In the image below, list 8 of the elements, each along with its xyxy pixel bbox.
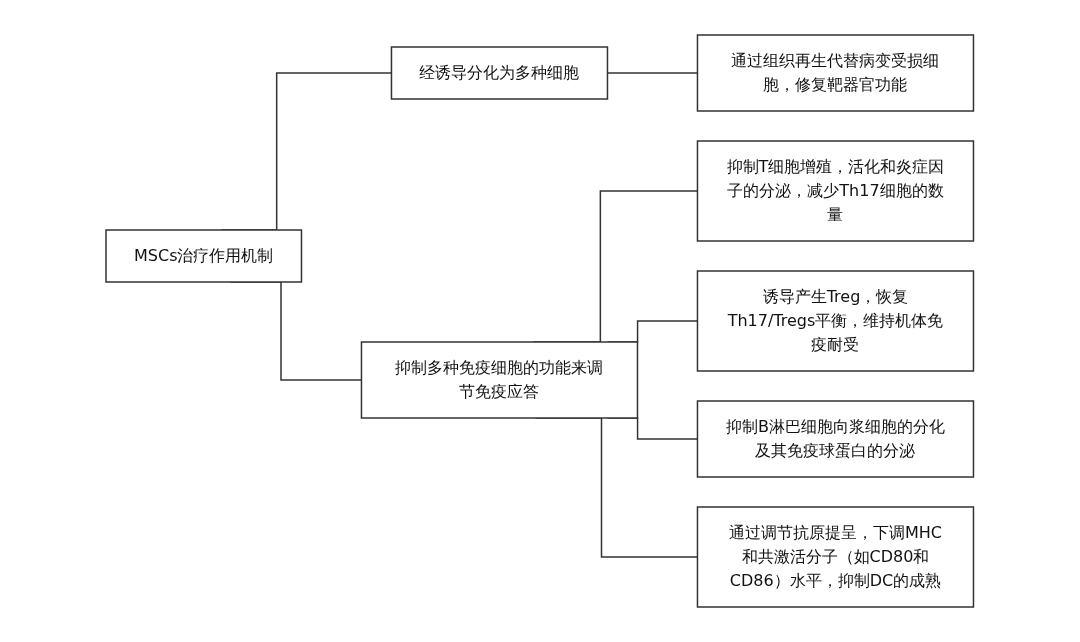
node-box: 抑制T细胞增殖，活化和炎症因子的分泌，减少Th17细胞的数量: [697, 140, 975, 242]
node-box: 抑制多种免疫细胞的功能来调节免疫应答: [361, 341, 639, 419]
node-box: 经诱导分化为多种细胞: [391, 46, 609, 100]
node-box: 通过组织再生代替病变受损细胞，修复靶器官功能: [697, 34, 975, 112]
node-box: 抑制B淋巴细胞向浆细胞的分化及其免疫球蛋白的分泌: [697, 400, 975, 478]
node-box: 通过调节抗原提呈，下调MHC和共激活分子（如CD80和CD86）水平，抑制DC的成熟: [697, 506, 975, 608]
node-box: MSCs治疗作用机制: [105, 229, 303, 283]
node-box: 诱导产生Treg，恢复Th17/Tregs平衡，维持机体免疫耐受: [697, 270, 975, 372]
